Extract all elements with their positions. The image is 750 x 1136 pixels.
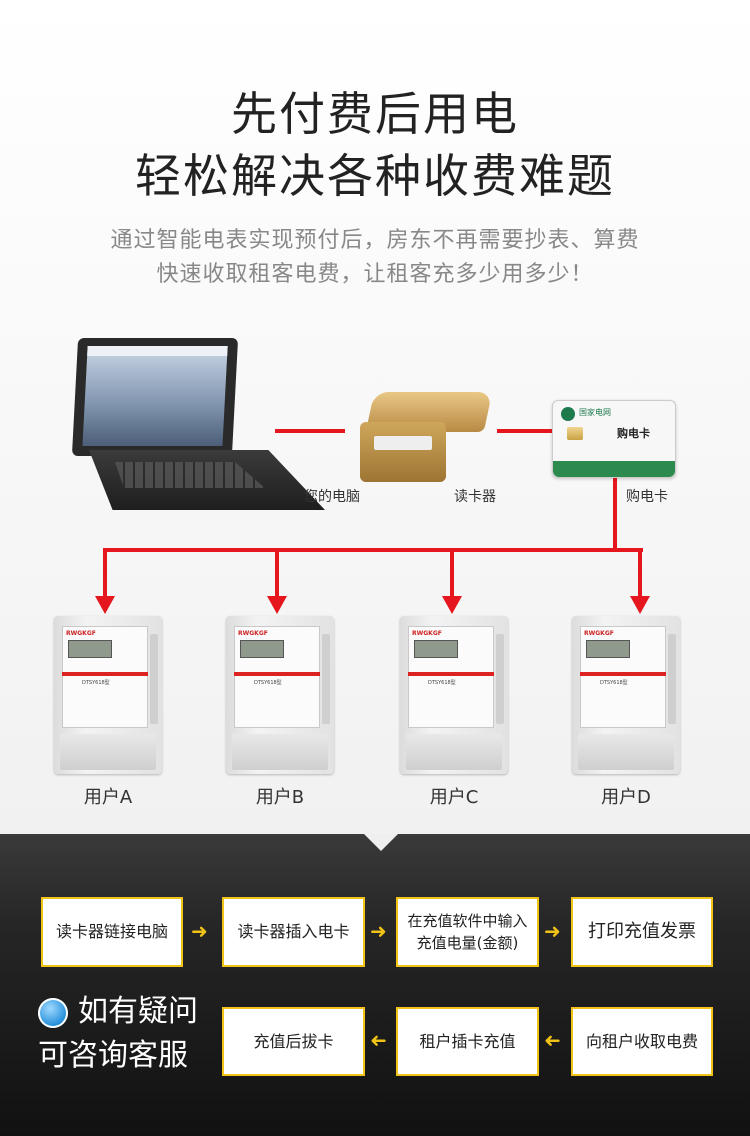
step-insert-card: 读卡器插入电卡	[222, 897, 365, 967]
step-collect-fee: 向租户收取电费	[571, 1007, 713, 1076]
arrow-right-icon: ➜	[191, 919, 208, 943]
meter-model: DTSY618型	[254, 680, 282, 686]
electricity-card-image: 国家电网 购电卡	[552, 400, 676, 478]
meter-model: DTSY618型	[428, 680, 456, 686]
user-d-label: 用户D	[601, 787, 651, 808]
meter-display	[586, 640, 630, 658]
laptop-screen	[71, 338, 239, 456]
laptop-image	[71, 338, 325, 510]
card-brand: 国家电网	[579, 408, 611, 417]
card-title: 购电卡	[617, 427, 650, 440]
connection-lines	[95, 429, 650, 614]
meter-user-b: RWGKGF DTSY618型	[226, 616, 334, 774]
arrow-right-icon: ➜	[544, 919, 561, 943]
state-grid-logo-icon	[561, 407, 575, 421]
page-title-line1: 先付费后用电	[231, 87, 519, 141]
meter-model: DTSY618型	[600, 680, 628, 686]
meter-user-a: RWGKGF DTSY618型	[54, 616, 162, 774]
step-remove-card: 充值后拔卡	[222, 1007, 365, 1076]
help-text[interactable]: 如有疑问 可咨询客服	[38, 994, 198, 1073]
meter-display	[414, 640, 458, 658]
subtitle-line1: 通过智能电表实现预付后，房东不再需要抄表、算费	[110, 228, 640, 253]
section-notch	[364, 834, 398, 851]
step-tenant-recharge: 租户插卡充值	[396, 1007, 539, 1076]
arrow-left-icon: ➜	[370, 1028, 387, 1052]
page-title-line2: 轻松解决各种收费难题	[135, 149, 615, 203]
card-label: 购电卡	[626, 489, 668, 505]
arrow-right-icon: ➜	[370, 919, 387, 943]
meter-brand: RWGKGF	[584, 630, 614, 637]
card-chip-icon	[567, 427, 583, 440]
meter-display	[240, 640, 284, 658]
reader-label: 读卡器	[454, 489, 496, 505]
card-reader-image	[360, 392, 493, 484]
meter-user-c: RWGKGF DTSY618型	[400, 616, 508, 774]
step-connect-reader: 读卡器链接电脑	[41, 897, 183, 967]
subtitle-line2: 快速收取租客电费，让租客充多少用多少！	[156, 262, 594, 287]
user-c-label: 用户C	[429, 787, 479, 808]
meter-user-d: RWGKGF DTSY618型	[572, 616, 680, 774]
meter-brand: RWGKGF	[238, 630, 268, 637]
process-section	[0, 834, 750, 1136]
arrow-left-icon: ➜	[544, 1028, 561, 1052]
meter-model: DTSY618型	[82, 680, 110, 686]
meter-brand: RWGKGF	[66, 630, 96, 637]
customer-service-icon[interactable]	[38, 998, 68, 1028]
step-print-invoice: 打印充值发票	[571, 897, 713, 967]
meter-display	[68, 640, 112, 658]
step-enter-amount: 在充值软件中输入充值电量(金额)	[396, 897, 539, 967]
user-b-label: 用户B	[255, 787, 305, 808]
user-a-label: 用户A	[83, 787, 133, 808]
computer-label: 您的电脑	[304, 489, 360, 505]
meter-brand: RWGKGF	[412, 630, 442, 637]
